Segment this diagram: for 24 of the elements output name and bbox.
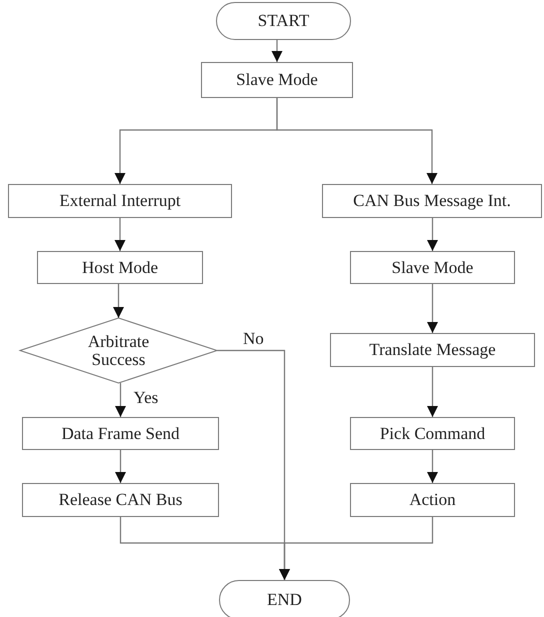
arrow: [427, 284, 438, 333]
decision-text: Arbitrate Success: [86, 332, 150, 368]
arrow: [113, 284, 124, 318]
process-box: Host Mode: [37, 251, 203, 284]
arrow: [115, 383, 126, 417]
process-box: Pick Command: [350, 417, 515, 450]
process-box: Slave Mode: [350, 251, 515, 284]
process-box: CAN Bus Message Int.: [322, 184, 542, 218]
arrow: [115, 450, 126, 483]
arrow: [427, 367, 438, 417]
arrow: [276, 98, 438, 184]
process-box: Data Frame Send: [22, 417, 219, 450]
process-box: Slave Mode: [201, 62, 353, 98]
arrow: [114, 218, 126, 251]
arrow: [427, 218, 438, 251]
terminal-box: START: [216, 2, 351, 40]
arrow: [427, 450, 438, 483]
process-box: Translate Message: [330, 333, 535, 367]
process-box: Release CAN Bus: [22, 483, 219, 517]
process-box: Action: [350, 483, 515, 517]
arrow: [279, 517, 434, 580]
process-box: External Interrupt: [8, 184, 232, 218]
terminal-box: END: [219, 580, 350, 617]
arrow: [272, 40, 282, 62]
